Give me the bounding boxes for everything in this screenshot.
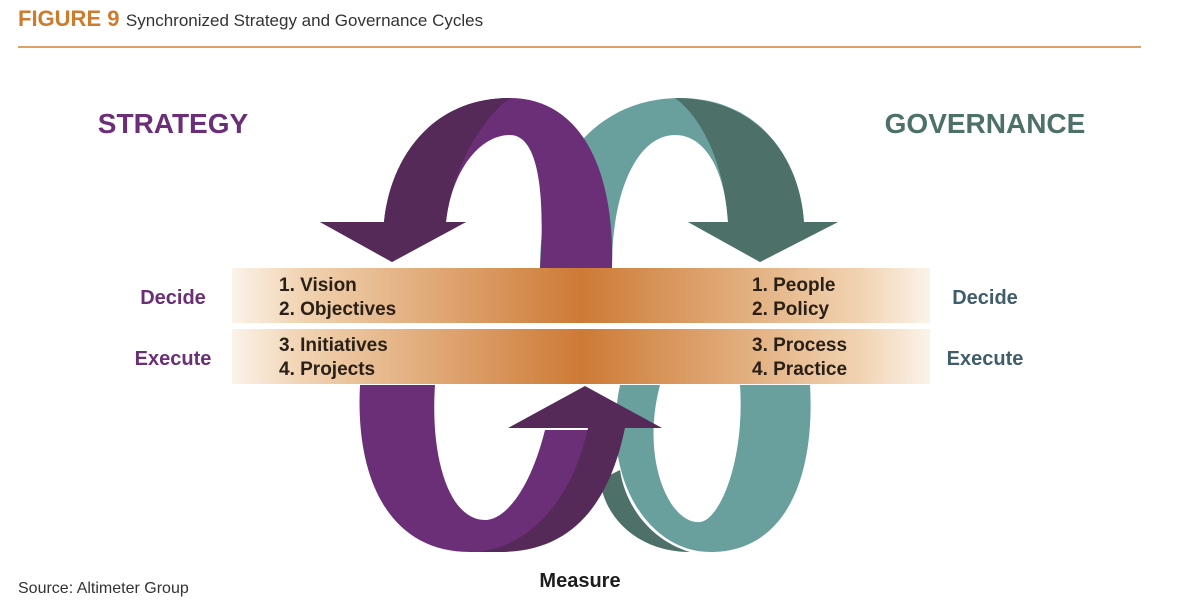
strategy-execute-label: Execute	[135, 348, 212, 370]
strategy-item-vision: 1. Vision	[279, 275, 357, 296]
governance-loop-bottom	[615, 385, 811, 552]
governance-loop-top-shade	[675, 98, 838, 262]
governance-decide-label: Decide	[952, 287, 1018, 309]
execute-band	[232, 329, 930, 384]
header-divider	[18, 46, 1141, 48]
strategy-decide-label: Decide	[140, 287, 206, 309]
strategy-loop-bottom	[359, 385, 598, 552]
governance-loop-bottom-shade	[600, 470, 690, 552]
measure-label: Measure	[539, 570, 620, 592]
governance-item-policy: 2. Policy	[752, 299, 830, 320]
governance-item-practice: 4. Practice	[752, 359, 847, 380]
governance-item-process: 3. Process	[752, 335, 847, 356]
governance-heading: GOVERNANCE	[885, 108, 1086, 139]
strategy-loop-top-shade	[320, 98, 510, 262]
strategy-item-objectives: 2. Objectives	[279, 299, 396, 320]
source-note: Source: Altimeter Group	[18, 580, 189, 597]
strategy-heading: STRATEGY	[98, 108, 249, 139]
figure-label: FIGURE 9	[18, 6, 120, 31]
figure-header: FIGURE 9 Synchronized Strategy and Gover…	[18, 6, 483, 32]
strategy-item-projects: 4. Projects	[279, 359, 375, 380]
measure-arrow	[470, 386, 662, 552]
decide-band	[232, 268, 930, 323]
governance-execute-label: Execute	[947, 348, 1024, 370]
figure-title: Synchronized Strategy and Governance Cyc…	[125, 11, 484, 30]
governance-item-people: 1. People	[752, 275, 835, 296]
strategy-item-initiatives: 3. Initiatives	[279, 335, 388, 356]
